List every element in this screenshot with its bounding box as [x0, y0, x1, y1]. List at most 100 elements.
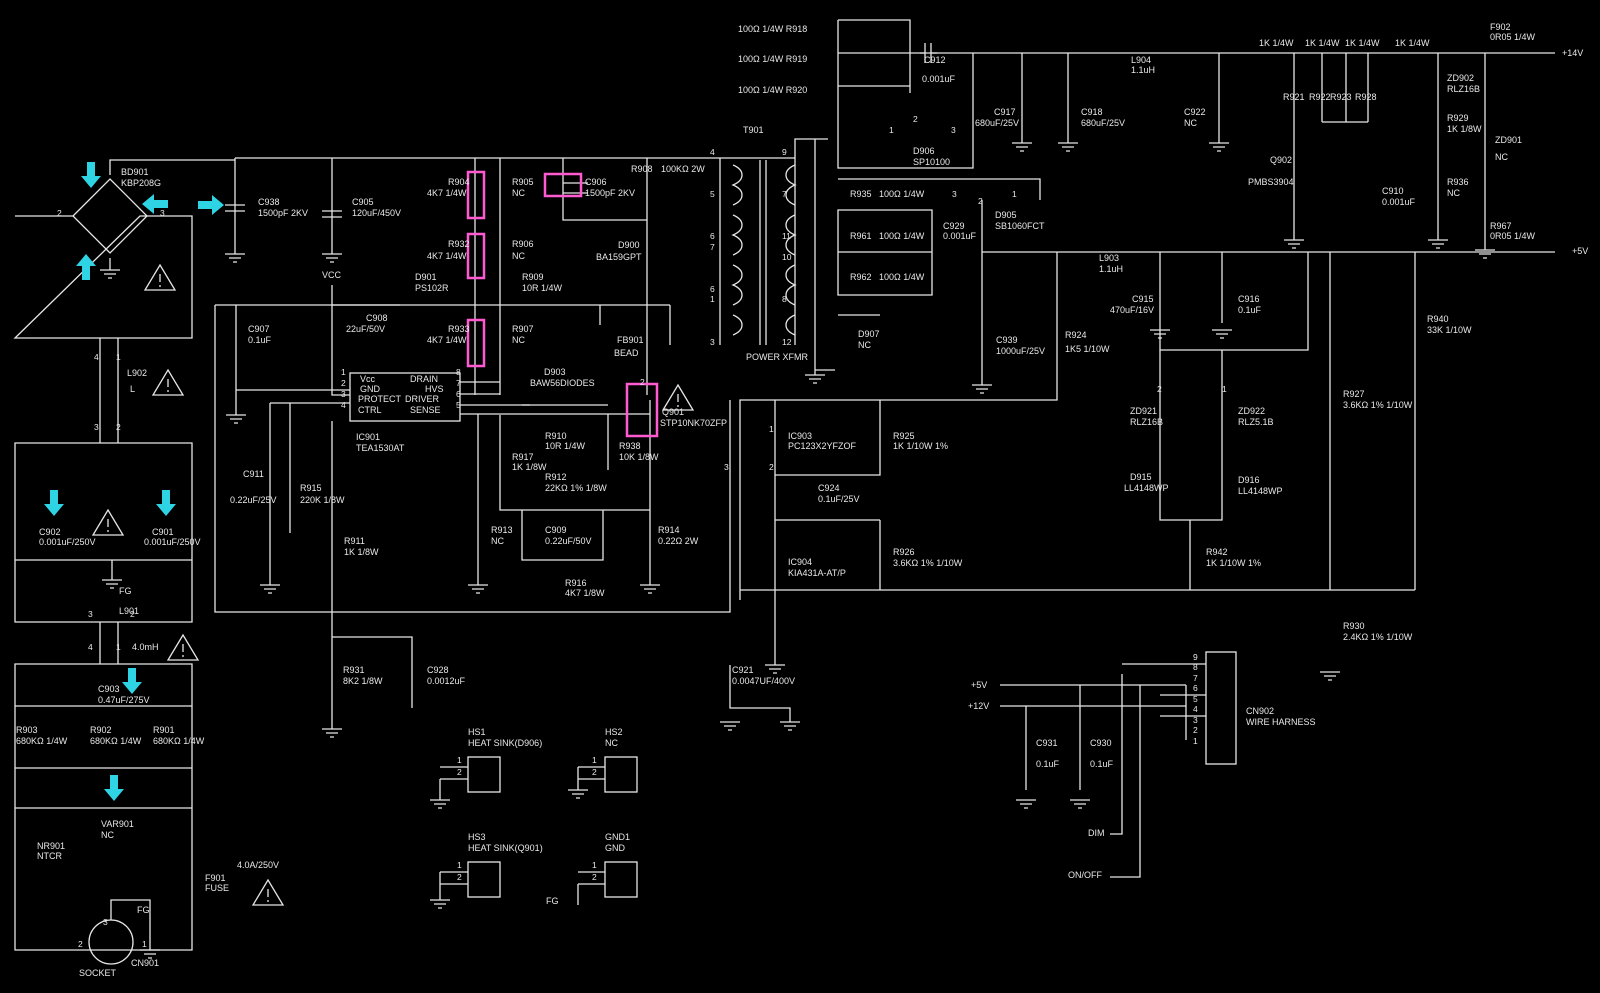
- pin-p_l901_4: 4: [88, 642, 93, 652]
- label-c939: C939: [996, 335, 1018, 345]
- label-hs3v: HEAT SINK(Q901): [468, 843, 543, 853]
- label-c912v: 0.001uF: [922, 74, 956, 84]
- label-r908v: 100KΩ 2W: [661, 164, 705, 174]
- label-r942v: 1K 1/10W 1%: [1206, 558, 1261, 568]
- label-r918: 100Ω 1/4W R918: [738, 24, 807, 34]
- label-r913: R913: [491, 525, 513, 535]
- label-c915: C915: [1132, 294, 1154, 304]
- label-r911: R911: [344, 536, 365, 546]
- label-f902: F902: [1490, 22, 1511, 32]
- label-q901: Q901: [662, 407, 684, 417]
- label-r917v: 1K 1/8W: [512, 462, 547, 472]
- label-bd901v: KBP208G: [121, 178, 161, 188]
- label-c929v: 0.001uF: [943, 231, 977, 241]
- label-onoff: ON/OFF: [1068, 870, 1102, 880]
- label-fb901v: BEAD: [614, 348, 639, 358]
- label-c910v: 0.001uF: [1382, 197, 1416, 207]
- pin-p_ic903_3: 3: [724, 462, 729, 472]
- label-r914: R914: [658, 525, 680, 535]
- pin-p_t4: 4: [710, 147, 715, 157]
- label-r903v: 680KΩ 1/4W: [16, 736, 68, 746]
- label-r962v: 100Ω 1/4W: [879, 272, 925, 282]
- label-c921v: 0.0047UF/400V: [732, 676, 795, 686]
- label-ic901drain: DRAIN: [410, 374, 438, 384]
- label-r932v: 4K7 1/4W: [427, 251, 467, 261]
- label-d916: D916: [1238, 475, 1260, 485]
- pin-p_gnd_1: 1: [592, 860, 597, 870]
- label-c905v: 120uF/450V: [352, 208, 401, 218]
- pin-p_l901_1: 1: [116, 642, 121, 652]
- label-c939v: 1000uF/25V: [996, 346, 1045, 356]
- label-r904: R904: [448, 177, 470, 187]
- label-r930v: 2.4KΩ 1% 1/10W: [1343, 632, 1413, 642]
- label-r929v: 1K 1/8W: [1447, 124, 1482, 134]
- label-c916: C916: [1238, 294, 1260, 304]
- pin-p_cn4: 4: [1193, 704, 1198, 714]
- label-r1k1: 1K 1/4W: [1259, 38, 1294, 48]
- label-r905v: NC: [512, 188, 525, 198]
- label-r926v: 3.6KΩ 1% 1/10W: [893, 558, 963, 568]
- label-c911: C911: [243, 469, 264, 479]
- pin-p_i6: 6: [456, 389, 461, 399]
- pin-p_i4: 4: [341, 400, 346, 410]
- label-c909v: 0.22uF/50V: [545, 536, 592, 546]
- label-ic903: IC903: [788, 431, 812, 441]
- label-r936: R936: [1447, 177, 1469, 187]
- pin-p_i8: 8: [456, 367, 461, 377]
- label-r913v: NC: [491, 536, 504, 546]
- label-c929: C929: [943, 221, 965, 231]
- label-nr901v: NTCR: [37, 851, 62, 861]
- label-r919: 100Ω 1/4W R919: [738, 54, 807, 64]
- label-d906: D906: [913, 146, 935, 156]
- label-ic901v: TEA1530AT: [356, 443, 405, 453]
- label-l902v: L: [130, 384, 135, 394]
- label-r928: R928: [1355, 92, 1377, 102]
- label-ic901sense: SENSE: [410, 405, 441, 415]
- pin-p_l902_1: 1: [116, 352, 121, 362]
- label-l902: L902: [127, 368, 147, 378]
- label-hs1v: HEAT SINK(D906): [468, 738, 542, 748]
- label-ic901ctrl: CTRL: [358, 405, 382, 415]
- label-d901: D901: [415, 272, 437, 282]
- label-r924v: 1K5 1/10W: [1065, 344, 1110, 354]
- label-d907: D907: [858, 329, 880, 339]
- label-zd902v: RLZ16B: [1447, 84, 1480, 94]
- label-r933: R933: [448, 324, 470, 334]
- label-r906: R906: [512, 239, 534, 249]
- label-c930: C930: [1090, 738, 1112, 748]
- label-r908: R908: [631, 164, 653, 174]
- label-pxfmr: POWER XFMR: [746, 352, 808, 362]
- label-c921: C921: [732, 665, 754, 675]
- label-zd901: ZD901: [1495, 135, 1522, 145]
- label-c931: C931: [1036, 738, 1058, 748]
- label-r901v: 680KΩ 1/4W: [153, 736, 205, 746]
- label-r931: R931: [343, 665, 365, 675]
- label-r935: R935: [850, 189, 872, 199]
- label-d906v: SP10100: [913, 157, 950, 167]
- label-p5v: +5V: [1572, 246, 1588, 256]
- label-c908v: 22uF/50V: [346, 324, 385, 334]
- label-gnd1v: GND: [605, 843, 626, 853]
- pin-p_i3: 3: [341, 389, 346, 399]
- pin-p_cn9: 9: [1193, 652, 1198, 662]
- label-r922: R922: [1309, 92, 1331, 102]
- pin-p_l901_3: 3: [88, 609, 93, 619]
- label-c928v: 0.0012uF: [427, 676, 466, 686]
- label-c903v: 0.47uF/275V: [98, 695, 150, 705]
- label-r925: R925: [893, 431, 915, 441]
- label-d905v: SB1060FCT: [995, 221, 1045, 231]
- label-r962: R962: [850, 272, 872, 282]
- label-dim: DIM: [1088, 828, 1105, 838]
- pin-p_d906_2: 2: [913, 114, 918, 124]
- label-c930v: 0.1uF: [1090, 759, 1114, 769]
- pin-p_hs3_1: 1: [457, 860, 462, 870]
- label-q901v: STP10NK70ZFP: [660, 418, 727, 428]
- pin-p_t3: 3: [710, 337, 715, 347]
- label-f902v: 0R05 1/4W: [1490, 32, 1536, 42]
- ground-symbols: [100, 142, 1495, 959]
- label-c922: C922: [1184, 107, 1206, 117]
- label-hs1: HS1: [468, 727, 486, 737]
